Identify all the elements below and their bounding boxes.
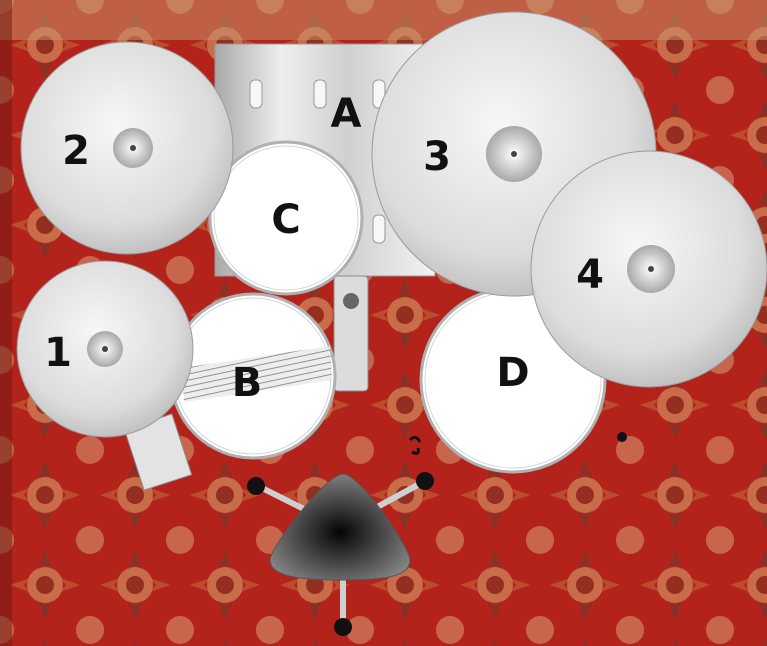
lug <box>314 80 326 108</box>
lug <box>250 80 262 108</box>
rug-border-left <box>0 0 12 646</box>
cymbal-1-center <box>102 346 108 352</box>
drum-label-a: A <box>331 91 362 137</box>
throne-foot <box>334 618 352 636</box>
cymbal-2: 2 <box>21 42 233 254</box>
cymbal-label-4: 4 <box>576 252 604 298</box>
drum-label-b: B <box>232 360 263 406</box>
rack-tom-c: C <box>210 142 362 294</box>
floor-tom-leg <box>617 432 627 442</box>
rug-border-top <box>0 0 767 40</box>
throne-foot <box>416 472 434 490</box>
cymbal-2-center <box>130 145 136 151</box>
bass-drum-pedal <box>334 276 368 391</box>
cymbal-label-2: 2 <box>62 128 90 174</box>
cymbal-label-1: 1 <box>44 330 72 376</box>
cymbal-label-3: 3 <box>423 134 451 180</box>
pedal-beater <box>343 293 359 309</box>
snare-drum-b: B <box>171 294 335 458</box>
lug <box>373 215 385 243</box>
cymbal-4: 4 <box>531 151 767 387</box>
cymbal-4-center <box>648 266 654 272</box>
drum-label-c: C <box>271 197 300 243</box>
drum-label-d: D <box>496 350 529 396</box>
throne-foot <box>247 477 265 495</box>
cymbal-1-hihat: 1 <box>17 261 193 437</box>
cymbal-3-center <box>511 151 517 157</box>
